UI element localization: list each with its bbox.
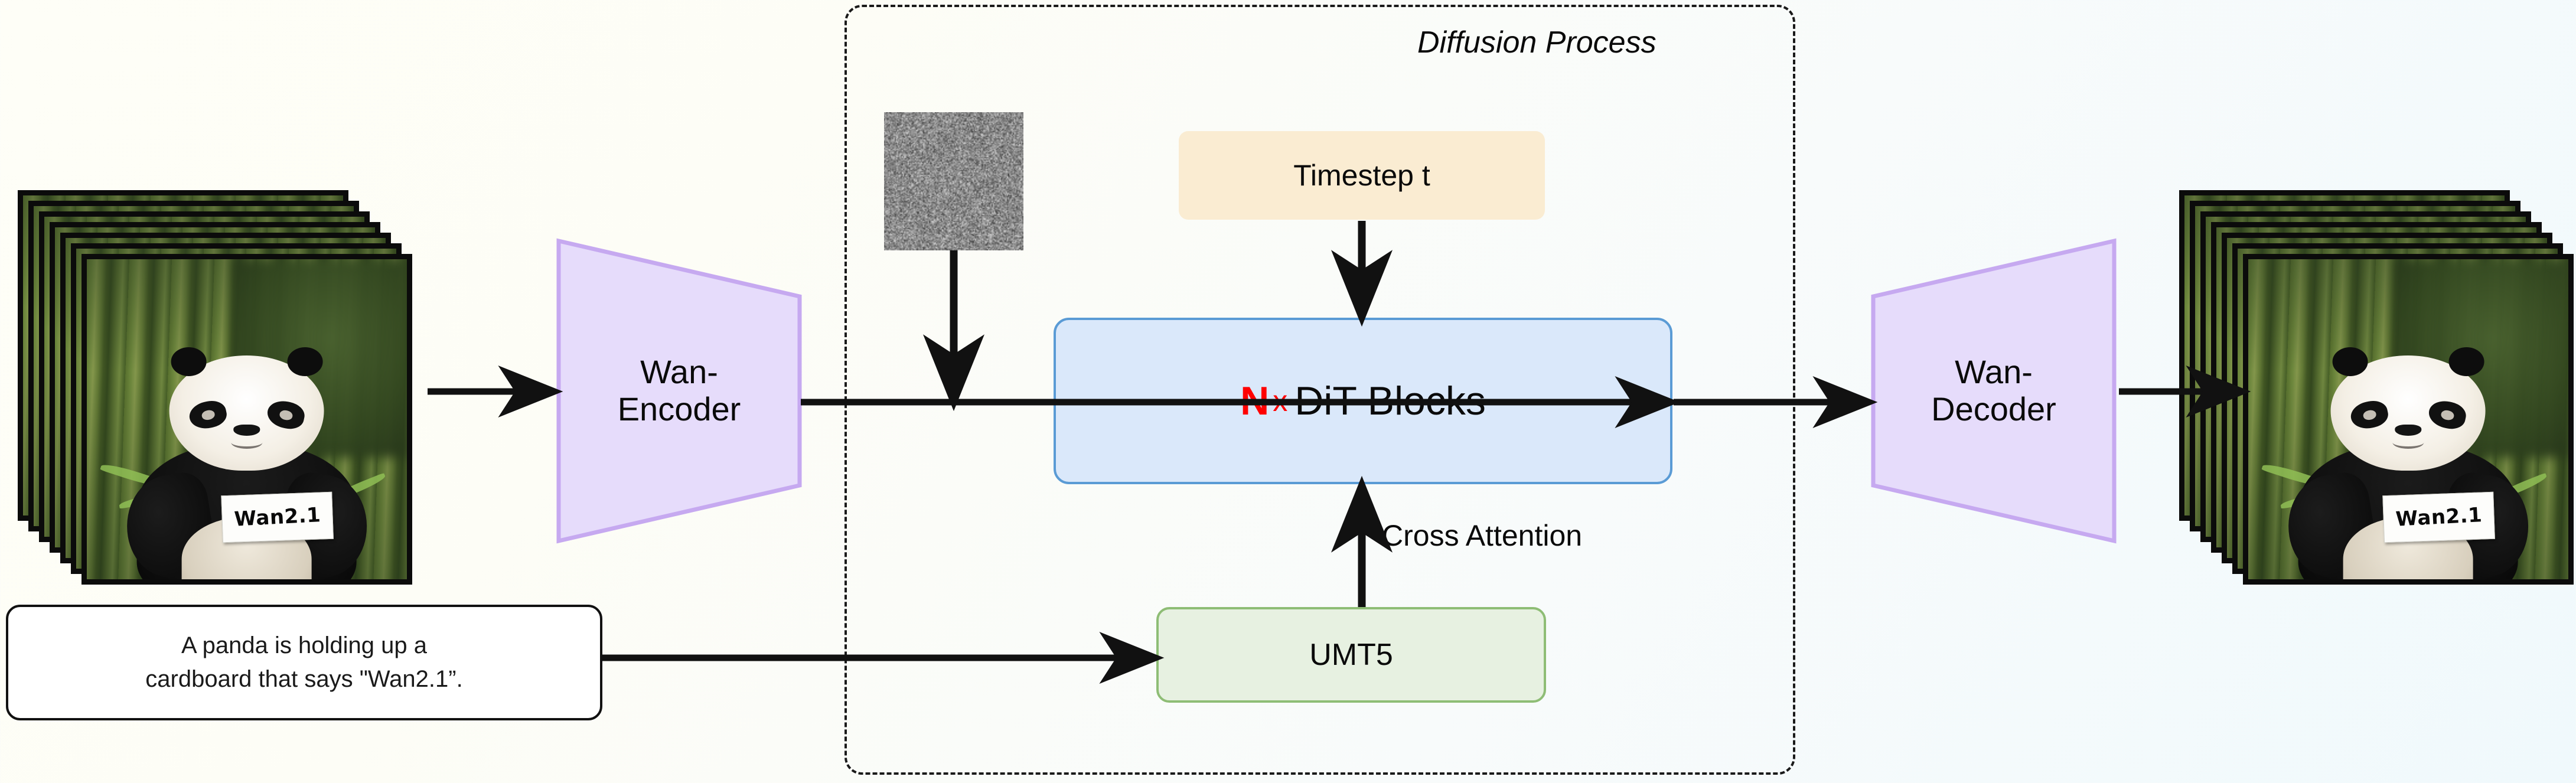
panda-sign: Wan2.1 — [221, 491, 334, 543]
prompt-box[interactable]: A panda is holding up a cardboard that s… — [6, 605, 602, 720]
video-frame-front: Wan2.1 — [2243, 254, 2574, 585]
cross-attention-label: Cross Attention — [1382, 518, 1582, 553]
timestep-label: Timestep t — [1293, 158, 1430, 193]
dit-multiply-symbol: x — [1269, 384, 1294, 418]
prompt-line-1: A panda is holding up a — [181, 629, 427, 663]
timestep-box[interactable]: Timestep t — [1179, 131, 1545, 220]
umt5-box[interactable]: UMT5 — [1156, 607, 1546, 703]
dit-blocks-box[interactable]: N x DiT Blocks — [1054, 318, 1672, 484]
wan-encoder-shape — [555, 237, 803, 544]
wan-encoder[interactable]: Wan- Encoder — [555, 237, 803, 544]
wan-decoder-shape — [1870, 237, 2118, 544]
noise-latent-patch — [884, 112, 1023, 250]
video-frame-front: Wan2.1 — [81, 254, 412, 585]
wan-decoder[interactable]: Wan- Decoder — [1870, 237, 2118, 544]
panda-subject: Wan2.1 — [2284, 355, 2533, 585]
input-frame-stack: Wan2.1 — [18, 190, 431, 587]
umt5-label: UMT5 — [1309, 637, 1393, 673]
panda-sign-text: Wan2.1 — [233, 503, 321, 531]
panda-sign-text: Wan2.1 — [2395, 503, 2483, 531]
output-frame-stack: Wan2.1 — [2179, 190, 2576, 587]
panda-subject: Wan2.1 — [122, 355, 372, 585]
dit-repeat-count: N — [1240, 378, 1269, 424]
prompt-line-2: cardboard that says "Wan2.1”. — [145, 663, 462, 696]
diffusion-process-title: Diffusion Process — [1417, 25, 1657, 60]
panda-sign: Wan2.1 — [2382, 491, 2495, 543]
dit-blocks-label: DiT Blocks — [1294, 378, 1486, 424]
